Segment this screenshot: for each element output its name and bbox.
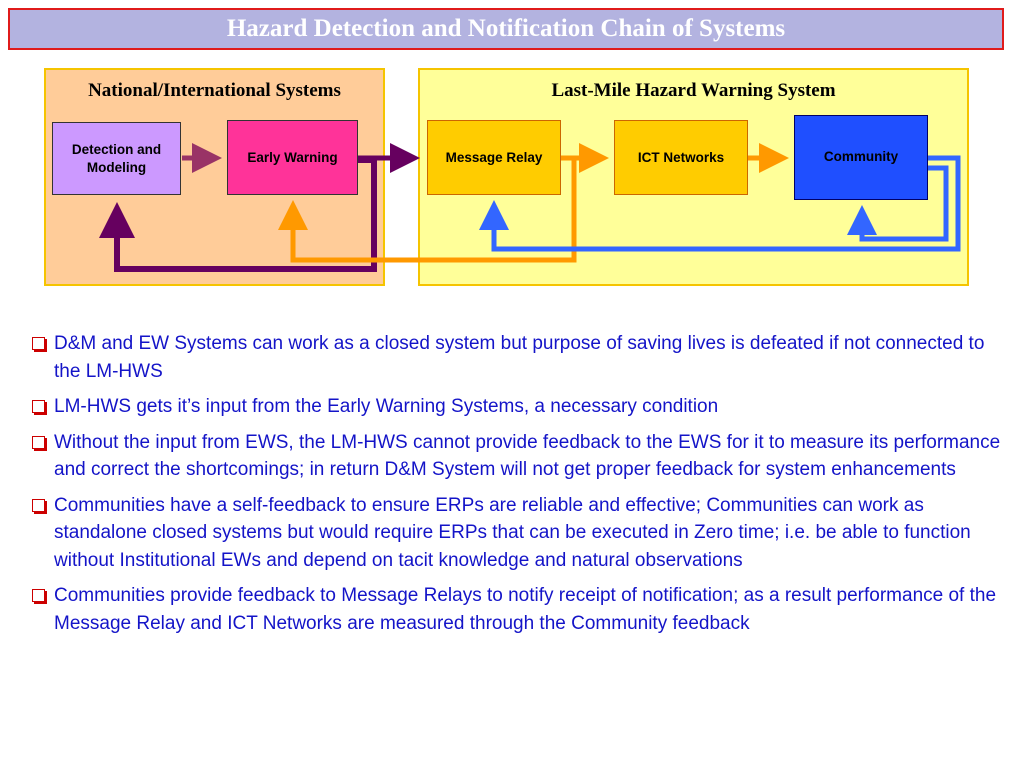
bullet-item: Communities provide feedback to Message … (30, 582, 1005, 637)
early-warning-box: Early Warning (227, 120, 358, 195)
feedback-community-to-message-relay (479, 155, 961, 252)
national-systems-title: National/International Systems (88, 80, 341, 101)
last-mile-title: Last-Mile Hazard Warning System (551, 80, 836, 101)
checkbox-bullet-icon (32, 435, 45, 449)
bullet-list: D&M and EW Systems can work as a closed … (30, 330, 1005, 645)
slide-title: Hazard Detection and Notification Chain … (226, 15, 786, 42)
ict-networks-box: ICT Networks (614, 120, 748, 195)
slide-title-bar: Hazard Detection and Notification Chain … (8, 8, 1004, 50)
detection-modeling-box: Detection and Modeling (52, 122, 181, 195)
ict-networks-label: ICT Networks (637, 149, 725, 165)
feedback-message-relay-to-early-warning (278, 155, 577, 263)
checkbox-bullet-icon (32, 400, 45, 413)
community-label: Community (823, 149, 899, 164)
bullet-item: D&M and EW Systems can work as a closed … (30, 330, 1005, 385)
detection-modeling-label: Detection and Modeling (71, 141, 162, 175)
bullet-text: Communities have a self-feedback to ensu… (54, 494, 971, 571)
message-relay-label: Message Relay (445, 149, 543, 165)
message-relay-box: Message Relay (427, 120, 561, 195)
checkbox-bullet-icon (32, 337, 45, 350)
flow-arrows (99, 143, 961, 272)
bullet-text: LM-HWS gets it’s input from the Early Wa… (54, 396, 719, 417)
bullet-text: D&M and EW Systems can work as a closed … (54, 333, 985, 382)
bullet-item: Communities have a self-feedback to ensu… (30, 492, 1005, 575)
checkbox-bullet-icon (32, 498, 45, 512)
bullet-text: Communities provide feedback to Message … (54, 585, 997, 634)
bullet-item: Without the input from EWS, the LM-HWS c… (30, 429, 1005, 484)
bullet-text: Without the input from EWS, the LM-HWS c… (54, 431, 1001, 481)
community-box: Community (794, 115, 928, 200)
feedback-community-self (847, 165, 949, 242)
feedback-early-warning-to-detection (99, 157, 377, 272)
early-warning-label: Early Warning (247, 149, 338, 165)
checkbox-bullet-icon (32, 589, 45, 602)
bullet-item: LM-HWS gets it’s input from the Early Wa… (30, 393, 1005, 421)
